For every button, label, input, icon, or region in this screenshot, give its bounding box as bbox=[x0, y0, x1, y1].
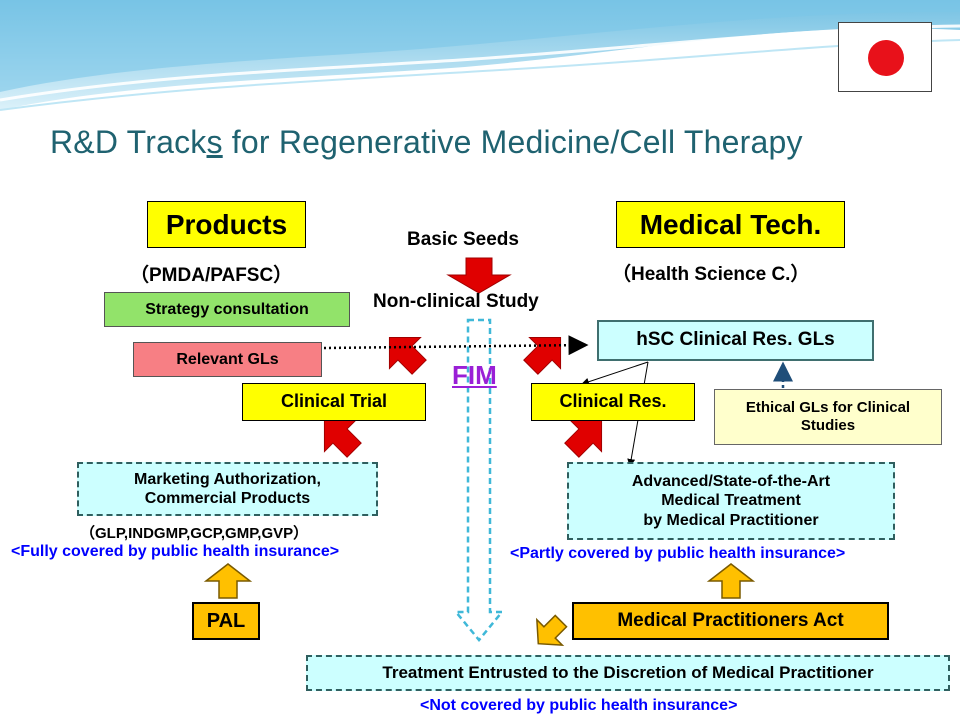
advanced-line-1: Advanced/State-of-the-Art bbox=[631, 473, 831, 491]
fim-arrow-icon bbox=[453, 318, 505, 642]
left-agency: （PMDA/PAFSC） bbox=[130, 265, 293, 286]
products-heading: Products bbox=[147, 201, 306, 248]
japan-flag-icon bbox=[838, 22, 932, 92]
right-agency: （Health Science C.） bbox=[612, 264, 810, 285]
header-wave bbox=[0, 0, 960, 111]
strategy-consultation-box: Strategy consultation bbox=[104, 292, 350, 327]
title-part-2: for Regenerative Medicine/Cell Therapy bbox=[222, 124, 803, 160]
non-clinical-study-label: Non-clinical Study bbox=[373, 291, 539, 312]
treatment-entrusted-box: Treatment Entrusted to the Discretion of… bbox=[306, 655, 950, 691]
arrow-down-icon bbox=[523, 336, 562, 375]
marketing-authorization-box: Marketing Authorization, Commercial Prod… bbox=[77, 462, 378, 516]
arrow-up-icon bbox=[535, 614, 568, 647]
arrow-down-icon bbox=[446, 257, 512, 294]
ethical-guidelines-box: Ethical GLs for Clinical Studies bbox=[714, 389, 942, 445]
title-part-1: R&D Track bbox=[50, 124, 207, 160]
arrow-up-icon bbox=[203, 563, 253, 599]
title-underlined: s bbox=[206, 124, 223, 160]
advanced-line-2: Medical Treatment bbox=[661, 492, 801, 510]
pal-box: PAL bbox=[192, 602, 260, 640]
advanced-line-3: by Medical Practitioner bbox=[643, 511, 819, 529]
gxp-text: （GLP,INDGMP,GCP,GMP,GVP） bbox=[80, 525, 309, 542]
page-title: R&D Tracks for Regenerative Medicine/Cel… bbox=[50, 124, 803, 161]
basic-seeds-label: Basic Seeds bbox=[407, 229, 519, 250]
clinical-trial-box: Clinical Trial bbox=[242, 383, 426, 421]
clinical-research-box: Clinical Res. bbox=[531, 383, 695, 421]
medical-practitioners-act-box: Medical Practitioners Act bbox=[572, 602, 889, 640]
arrow-down-icon bbox=[323, 419, 362, 458]
advanced-treatment-box: Advanced/State-of-the-Art Medical Treatm… bbox=[567, 462, 895, 540]
left-coverage-text: <Fully covered by public health insuranc… bbox=[11, 543, 340, 560]
fim-label: FIM bbox=[452, 360, 497, 390]
bottom-coverage-text: <Not covered by public health insurance> bbox=[420, 697, 738, 714]
relevant-gls-box: Relevant GLs bbox=[133, 342, 322, 377]
hsc-guidelines-box: hSC Clinical Res. GLs bbox=[597, 320, 874, 361]
arrow-up-icon bbox=[706, 563, 756, 599]
right-coverage-text: <Partly covered by public health insuran… bbox=[510, 545, 846, 562]
arrow-down-icon bbox=[388, 336, 427, 375]
medical-tech-heading: Medical Tech. bbox=[616, 201, 845, 248]
